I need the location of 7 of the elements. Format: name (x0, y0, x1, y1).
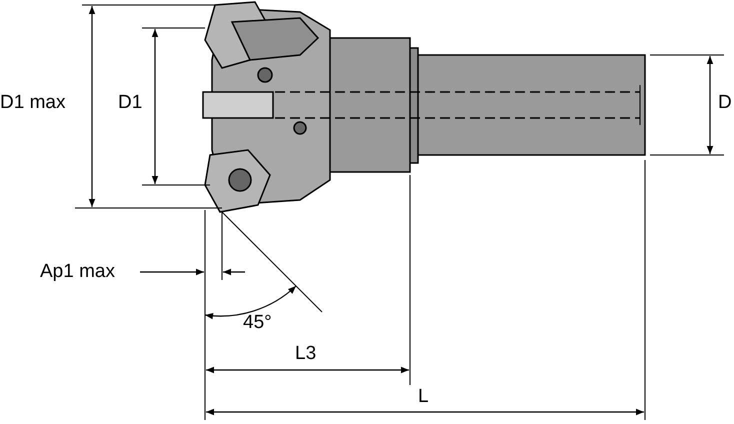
dimension-label: D1 max (0, 92, 66, 114)
dimension-label: Ap1 max (40, 261, 115, 283)
dimension-label: D1 (118, 92, 142, 114)
dimension-label: L (418, 386, 429, 408)
dimension-label: D (718, 92, 732, 114)
dimension-label: L3 (295, 343, 316, 365)
dimension-label: 45° (243, 312, 272, 334)
